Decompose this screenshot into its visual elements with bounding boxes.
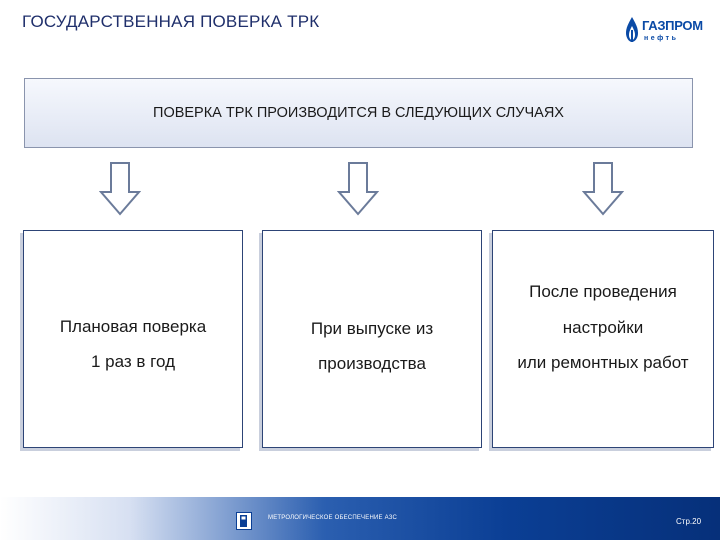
- page-number: Стр.20: [676, 517, 702, 526]
- case-line: производства: [318, 354, 426, 373]
- gazprom-neft-logo: ГАЗПРОМ нефть: [622, 10, 703, 50]
- logo-subtitle: нефть: [644, 35, 679, 42]
- fuel-pump-icon: [236, 512, 252, 530]
- down-arrow-icon: [582, 162, 624, 216]
- footer-bar: МЕТРОЛОГИЧЕСКОЕ ОБЕСПЕЧЕНИЕ АЗС Стр.20: [0, 497, 720, 540]
- case-line: Плановая поверка: [59, 317, 207, 336]
- case-box-repair: После проведения настройки или ремонтных…: [492, 230, 714, 448]
- slide-title: ГОСУДАРСТВЕННАЯ ПОВЕРКА ТРК: [22, 12, 320, 31]
- footer-text: МЕТРОЛОГИЧЕСКОЕ ОБЕСПЕЧЕНИЕ АЗС: [268, 515, 397, 521]
- case-line: После проведения: [529, 282, 677, 301]
- header-box: ПОВЕРКА ТРК ПРОИЗВОДИТСЯ В СЛЕДУЮЩИХ СЛУ…: [24, 78, 693, 148]
- header-text: ПОВЕРКА ТРК ПРОИЗВОДИТСЯ В СЛЕДУЮЩИХ СЛУ…: [153, 105, 564, 121]
- case-box-planned: Плановая поверка 1 раз в год: [23, 230, 243, 448]
- logo-wordmark: ГАЗПРОМ: [642, 18, 703, 33]
- case-box-production: При выпуске из производства: [262, 230, 482, 448]
- down-arrow-icon: [99, 162, 141, 216]
- case-line: настройки: [562, 318, 644, 337]
- down-arrow-icon: [337, 162, 379, 216]
- case-line: При выпуске из: [310, 319, 434, 338]
- case-line: или ремонтных работ: [517, 353, 689, 372]
- case-line: 1 раз в год: [91, 352, 175, 371]
- gazprom-flame-icon: [626, 17, 638, 42]
